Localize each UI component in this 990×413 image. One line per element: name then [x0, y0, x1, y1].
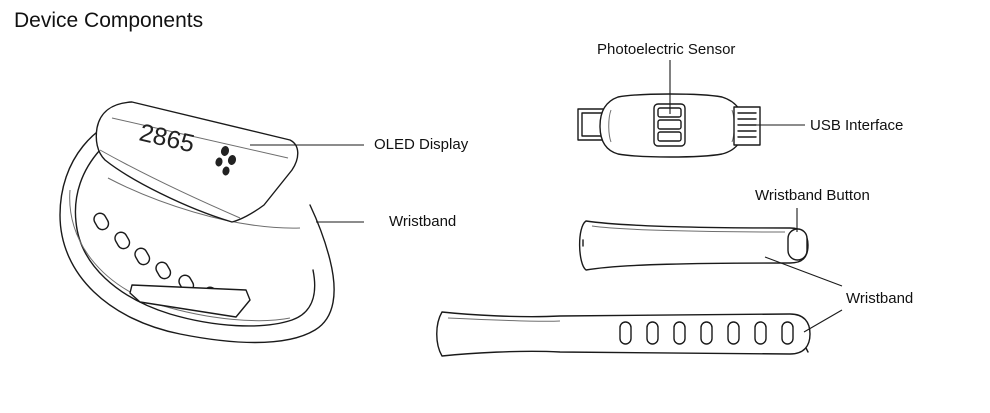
- usb-interface: [733, 106, 761, 146]
- display-module: [95, 101, 299, 223]
- usb-interface-label: USB Interface: [810, 117, 904, 134]
- wristband-right-label: Wristband: [846, 290, 914, 307]
- short-strap: [578, 220, 809, 271]
- band-outer-loop: [59, 112, 335, 344]
- tracker-module-illustration: [577, 60, 805, 158]
- wristband-right-leader-top: [764, 256, 843, 287]
- band-inner-loop: [74, 149, 316, 327]
- wristband-right-leader-bottom: [803, 309, 843, 333]
- long-strap-illustration: [436, 309, 843, 357]
- wristband-button-label: Wristband Button: [755, 187, 870, 204]
- wristband-left-label: Wristband: [389, 213, 457, 230]
- photoelectric-sensor-label: Photoelectric Sensor: [597, 41, 736, 58]
- long-strap: [436, 311, 811, 357]
- wristband-button: [787, 228, 808, 261]
- oled-display-label: OLED Display: [374, 136, 469, 153]
- page-title: Device Components: [14, 9, 204, 32]
- footprint-icon: [215, 146, 237, 176]
- short-strap-illustration: [578, 208, 843, 287]
- strap-holes: [619, 321, 794, 345]
- band-clasp-tip: [129, 284, 251, 318]
- assembled-band-illustration: 2865: [59, 101, 364, 344]
